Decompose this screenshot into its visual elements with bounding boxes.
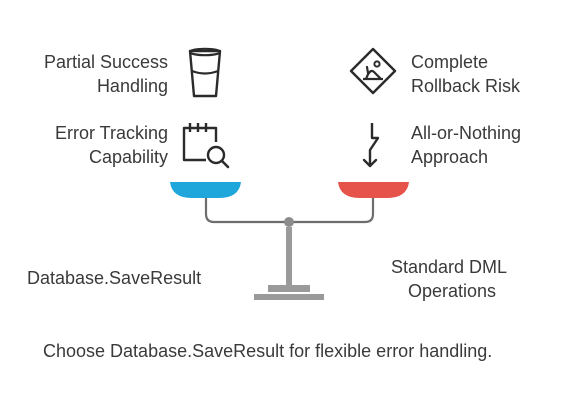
right-option-label-line1: Standard DML xyxy=(391,257,508,277)
scale-pillar xyxy=(286,227,292,285)
left-item-1-line1: Partial Success xyxy=(43,52,168,72)
left-item-1-line2: Handling xyxy=(96,76,168,96)
right-option-label-line2: Operations xyxy=(408,281,497,301)
right-pan xyxy=(338,182,409,198)
left-item-2-line1: Error Tracking xyxy=(54,123,168,143)
scale-pivot xyxy=(284,217,294,227)
conclusion-text: Choose Database.SaveResult for flexible … xyxy=(43,341,493,361)
right-item-1-line1: Complete xyxy=(411,52,489,72)
right-item-1-line2: Rollback Risk xyxy=(411,76,521,96)
right-option-label: Standard DML Operations xyxy=(391,255,507,303)
right-item-1-text: Complete Rollback Risk xyxy=(411,50,520,98)
left-pan xyxy=(170,182,241,198)
warning-sign-icon xyxy=(349,47,397,95)
lightning-arrow-icon xyxy=(362,123,380,168)
left-item-1-text: Partial Success Handling xyxy=(44,50,168,98)
left-option-label: Database.SaveResult xyxy=(27,268,202,288)
right-item-2-line1: All-or-Nothing xyxy=(411,123,522,143)
calendar-search-icon xyxy=(182,123,230,169)
scale-base-top xyxy=(268,285,310,292)
glass-icon xyxy=(188,47,222,98)
left-item-2-line2: Capability xyxy=(88,147,168,167)
right-item-2-line2: Approach xyxy=(411,147,489,167)
scale-base-bottom xyxy=(254,294,324,300)
left-item-2-text: Error Tracking Capability xyxy=(55,121,168,169)
right-item-2-text: All-or-Nothing Approach xyxy=(411,121,521,169)
